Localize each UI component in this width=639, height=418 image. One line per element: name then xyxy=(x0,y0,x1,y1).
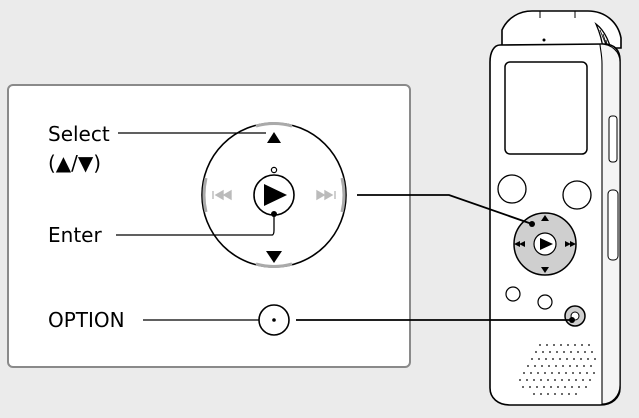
control-pad xyxy=(202,123,346,267)
recorder-display xyxy=(505,62,587,154)
recorder-small-button-mid[interactable] xyxy=(538,295,552,309)
recorder-device xyxy=(490,11,621,405)
side-switch[interactable] xyxy=(609,116,617,162)
recorder-stop-button[interactable] xyxy=(563,181,591,209)
enter-label: Enter xyxy=(48,223,102,247)
side-slot xyxy=(608,190,618,260)
recorder-record-button[interactable] xyxy=(498,175,526,203)
select-label: Select xyxy=(48,122,110,146)
option-dot-icon xyxy=(272,318,276,322)
select-keys-label: (▲/▼) xyxy=(48,151,101,175)
option-label: OPTION xyxy=(48,308,125,332)
recorder-small-button-left[interactable] xyxy=(506,287,520,301)
